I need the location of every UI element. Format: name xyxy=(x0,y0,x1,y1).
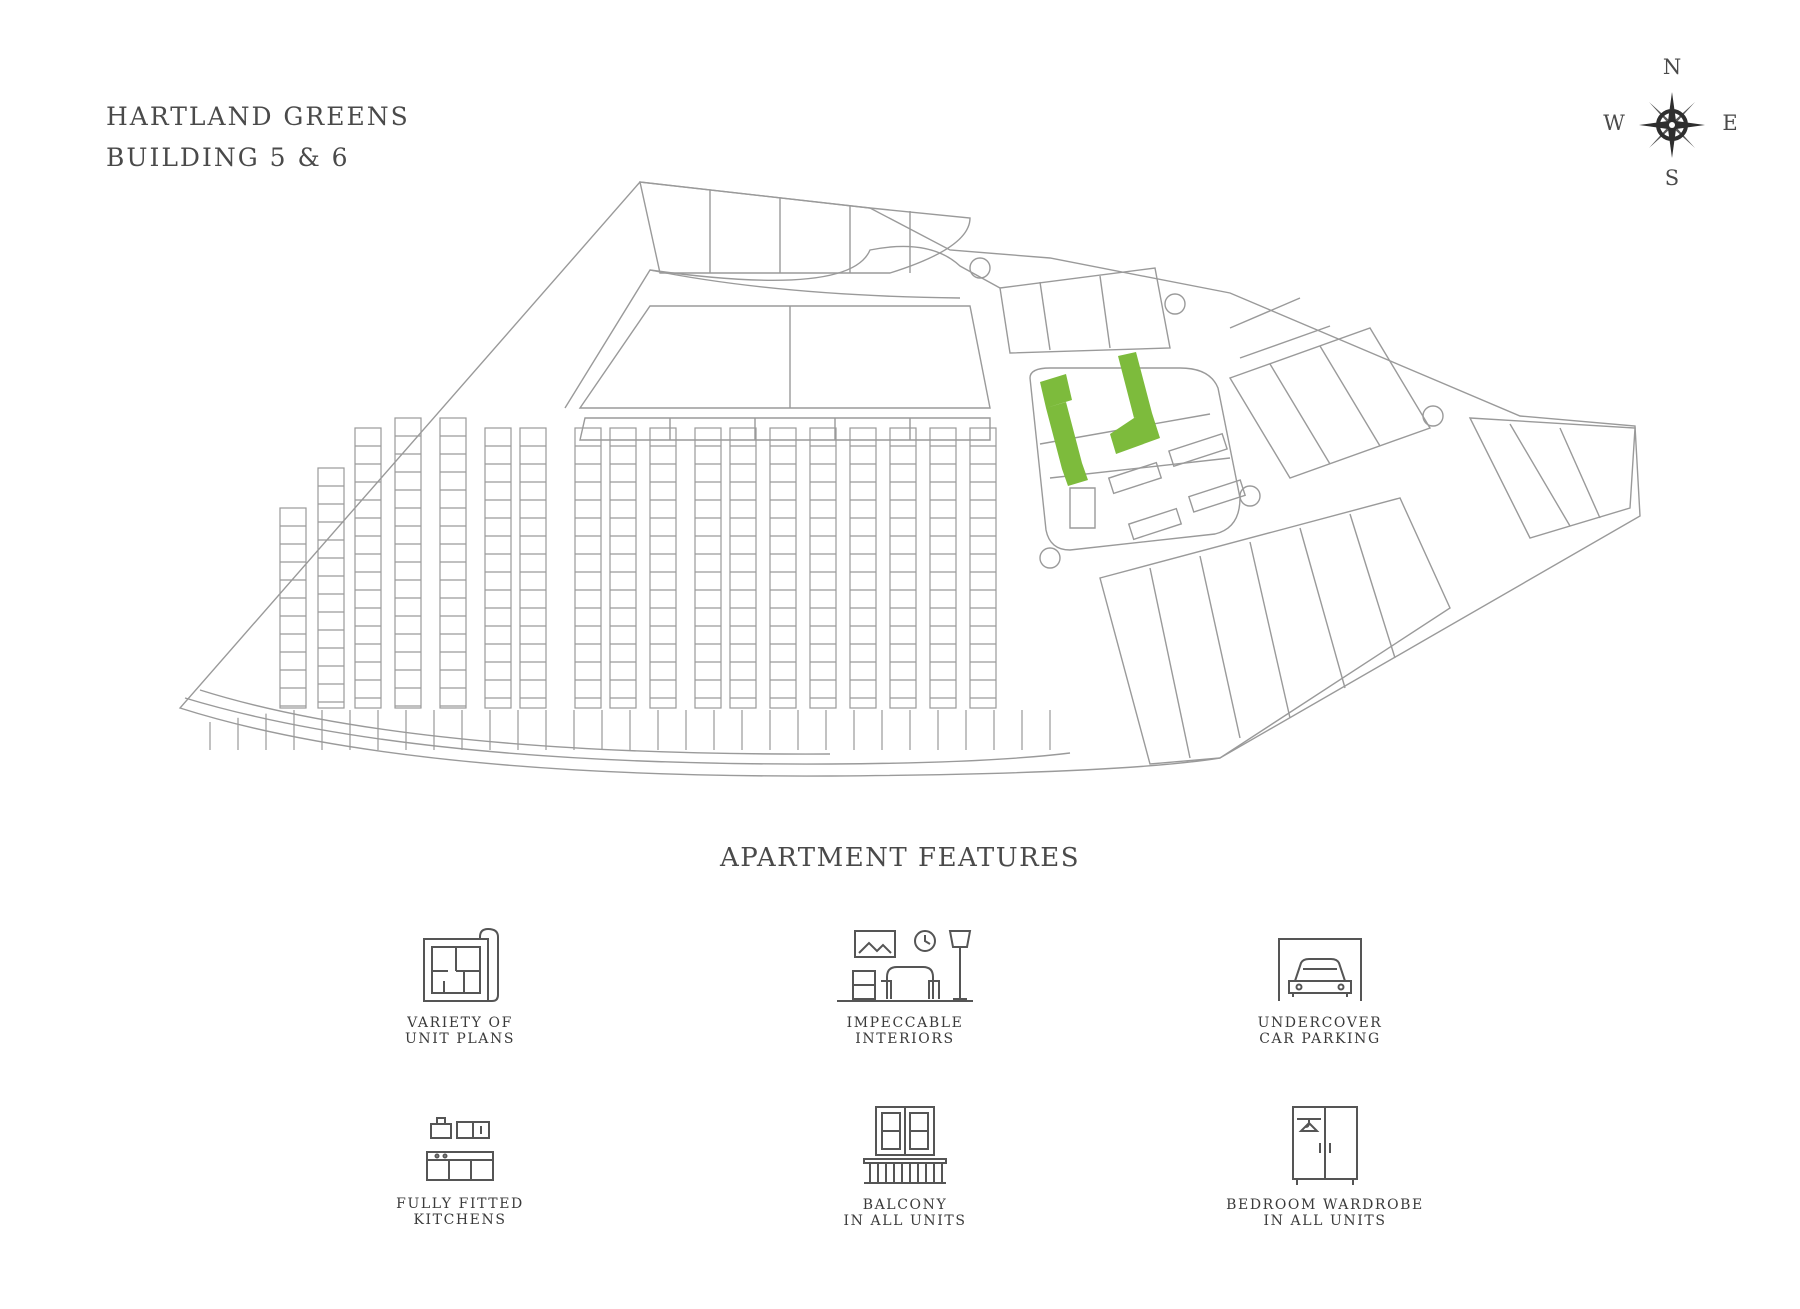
feature-label: VARIETY OF UNIT PLANS xyxy=(404,1015,516,1047)
feature-kitchens: FULLY FITTED KITCHENS xyxy=(330,1108,590,1228)
roundabout xyxy=(1422,405,1444,427)
northern-plot xyxy=(639,181,971,274)
site-plan-linework xyxy=(178,181,1641,777)
feature-interiors: IMPECCABLE INTERIORS xyxy=(775,925,1035,1047)
site-plan-map xyxy=(178,181,1641,777)
kitchen-icon xyxy=(426,1117,494,1181)
compass-rose: N S E W xyxy=(1602,55,1742,195)
northern-road xyxy=(564,245,1001,409)
roundabout xyxy=(1039,547,1061,569)
feature-label: UNDERCOVER CAR PARKING xyxy=(1257,1015,1383,1047)
eastern-plot xyxy=(1228,327,1432,479)
feature-label: FULLY FITTED KITCHENS xyxy=(396,1196,524,1228)
middle-plot xyxy=(578,305,991,409)
house-row-block xyxy=(809,427,837,709)
roundabout xyxy=(969,257,991,279)
house-row-block xyxy=(929,427,957,709)
house-row-block xyxy=(849,427,877,709)
house-row-block xyxy=(649,427,677,709)
house-row-block xyxy=(729,427,757,709)
house-row-block xyxy=(519,427,547,709)
building-name: BUILDING 5 & 6 xyxy=(106,143,350,172)
project-name: HARTLAND GREENS xyxy=(106,102,410,131)
project-title: HARTLAND GREENS BUILDING 5 & 6 xyxy=(106,96,410,178)
compass-west-label: W xyxy=(1603,111,1625,135)
house-row-block xyxy=(889,427,917,709)
building-5 xyxy=(1040,374,1088,486)
feature-balcony: BALCONY IN ALL UNITS xyxy=(775,1103,1035,1229)
feature-label: IMPECCABLE INTERIORS xyxy=(846,1015,964,1047)
terraced-house-rows xyxy=(279,417,997,709)
house-row-block xyxy=(969,427,997,709)
feature-label: BEDROOM WARDROBE IN ALL UNITS xyxy=(1226,1197,1424,1229)
house-row-block xyxy=(574,427,602,709)
feature-wardrobe: BEDROOM WARDROBE IN ALL UNITS xyxy=(1195,1103,1455,1229)
house-row-block xyxy=(609,427,637,709)
wardrobe-icon xyxy=(1292,1106,1358,1185)
compass-east-label: E xyxy=(1722,111,1738,135)
living-room-icon xyxy=(837,930,973,1002)
house-row-block xyxy=(484,427,512,709)
compass-south-label: S xyxy=(1664,166,1680,190)
feature-label: BALCONY IN ALL UNITS xyxy=(843,1197,967,1229)
house-row-block xyxy=(394,417,422,709)
feature-car-parking: UNDERCOVER CAR PARKING xyxy=(1190,925,1450,1047)
compass-star-icon xyxy=(1639,92,1705,158)
house-row-block xyxy=(769,427,797,709)
house-row-block xyxy=(354,427,382,709)
feature-unit-plans: VARIETY OF UNIT PLANS xyxy=(330,925,590,1047)
central-block xyxy=(1029,367,1241,551)
house-row-block xyxy=(439,417,467,709)
features-title: APARTMENT FEATURES xyxy=(719,843,1081,873)
southeast-plot xyxy=(1099,497,1451,765)
house-row-block xyxy=(694,427,722,709)
car-garage-icon xyxy=(1278,938,1362,1001)
house-row-block xyxy=(317,467,345,709)
roundabout xyxy=(1164,293,1186,315)
house-row-block xyxy=(279,507,307,709)
building-6 xyxy=(1110,352,1160,454)
compass-north-label: N xyxy=(1662,55,1682,79)
highlighted-buildings-5-6 xyxy=(1040,352,1160,486)
balcony-icon xyxy=(863,1106,947,1184)
floor-plan-icon xyxy=(423,928,499,1002)
front-row-units xyxy=(209,710,1051,750)
